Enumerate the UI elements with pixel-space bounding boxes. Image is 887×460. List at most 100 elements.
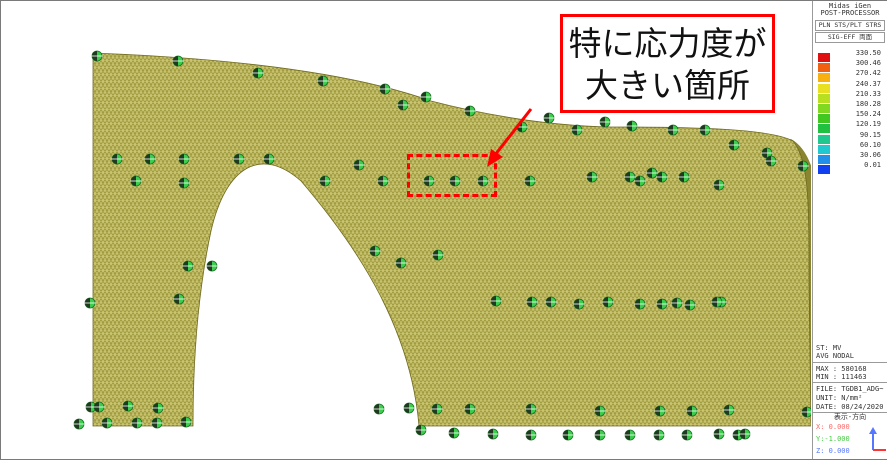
node-marker	[571, 124, 583, 136]
node-marker	[464, 105, 476, 117]
unit-label: UNIT: N/mm²	[816, 394, 863, 402]
shell-mesh-surface	[92, 52, 811, 427]
node-marker	[646, 167, 658, 179]
node-marker	[739, 428, 751, 440]
view-axis-triad-icon	[869, 427, 886, 451]
node-marker	[686, 405, 698, 417]
node-marker	[656, 171, 668, 183]
node-marker	[464, 403, 476, 415]
node-marker	[624, 171, 636, 183]
view-z-label: Z: 0.000	[816, 447, 850, 455]
colorbar-value: 120.19	[855, 120, 881, 129]
node-marker	[151, 417, 163, 429]
fem-mesh-view[interactable]	[1, 1, 811, 459]
node-marker	[144, 153, 156, 165]
colorbar-value: 30.06	[859, 151, 881, 159]
node-marker	[699, 124, 711, 136]
node-marker	[369, 245, 381, 257]
callout-arrow	[487, 108, 533, 167]
node-marker	[599, 116, 611, 128]
stress-component-label: SIG-EFF 両面	[815, 32, 885, 43]
node-marker	[586, 171, 598, 183]
colorbar-value: 90.15	[859, 130, 881, 139]
legend-header-program: Midas iGen	[828, 2, 872, 10]
callout-line-1: 特に応力度が	[568, 24, 767, 63]
node-marker	[111, 153, 123, 165]
node-marker	[626, 120, 638, 132]
result-type-label: PLN STS/PLT STRS	[815, 20, 885, 31]
node-marker	[317, 75, 329, 87]
node-marker	[671, 297, 683, 309]
colorbar-value: 270.42	[855, 69, 881, 78]
colorbar-swatch	[818, 83, 830, 93]
callout-box: 特に応力度が 大きい箇所	[560, 14, 775, 113]
node-marker	[178, 177, 190, 189]
node-marker	[487, 428, 499, 440]
node-marker	[403, 402, 415, 414]
max-element-label: MAX : 580168	[816, 365, 867, 373]
node-marker	[681, 429, 693, 441]
node-marker	[449, 175, 461, 187]
colorbar-swatch	[818, 155, 830, 164]
stage-label: ST: MV	[816, 344, 842, 352]
node-marker	[667, 124, 679, 136]
node-marker	[684, 299, 696, 311]
node-markers	[73, 50, 811, 441]
node-marker	[432, 249, 444, 261]
node-marker	[713, 428, 725, 440]
node-marker	[594, 405, 606, 417]
node-marker	[562, 429, 574, 441]
colorbar-value: 330.50	[855, 49, 881, 57]
node-marker	[624, 429, 636, 441]
node-marker	[713, 179, 725, 191]
node-marker	[526, 296, 538, 308]
node-marker	[180, 416, 192, 428]
node-marker	[545, 296, 557, 308]
node-marker	[653, 429, 665, 441]
node-marker	[252, 67, 264, 79]
node-marker	[84, 297, 96, 309]
node-marker	[353, 159, 365, 171]
node-marker	[602, 296, 614, 308]
callout-line-2: 大きい箇所	[585, 66, 750, 105]
node-marker	[233, 153, 245, 165]
view-y-label: Y:-1.000	[816, 435, 850, 443]
node-marker	[723, 404, 735, 416]
min-element-label: MIN : 111463	[816, 373, 867, 381]
date-label: DATE: 08/24/2020	[816, 403, 884, 411]
node-marker	[395, 257, 407, 269]
colorbar-value: 300.46	[855, 59, 881, 68]
colorbar-value: 60.10	[859, 140, 881, 149]
node-marker	[91, 50, 103, 62]
node-marker	[130, 175, 142, 187]
colorbar-value: 0.01	[864, 161, 881, 170]
node-marker	[178, 153, 190, 165]
node-marker	[263, 153, 275, 165]
node-marker	[182, 260, 194, 272]
model-viewport[interactable]: 特に応力度が 大きい箇所	[1, 1, 811, 459]
node-marker	[525, 403, 537, 415]
node-marker	[728, 139, 740, 151]
node-marker	[152, 402, 164, 414]
node-marker	[93, 401, 105, 413]
colorbar-value: 150.24	[855, 110, 881, 119]
node-marker	[131, 417, 143, 429]
node-marker	[420, 91, 432, 103]
colorbar-value: 210.33	[855, 89, 881, 98]
node-marker	[656, 298, 668, 310]
node-marker	[634, 298, 646, 310]
node-marker	[423, 175, 435, 187]
node-marker	[490, 295, 502, 307]
node-marker	[477, 175, 489, 187]
node-marker	[524, 175, 536, 187]
node-marker	[172, 55, 184, 67]
node-marker	[206, 260, 218, 272]
colorbar-swatch	[818, 165, 830, 175]
node-marker	[678, 171, 690, 183]
node-marker	[377, 175, 389, 187]
node-marker	[594, 429, 606, 441]
legend-header-module: POST-PROCESSOR	[820, 9, 880, 17]
colorbar-swatch	[818, 53, 830, 62]
node-marker	[379, 83, 391, 95]
